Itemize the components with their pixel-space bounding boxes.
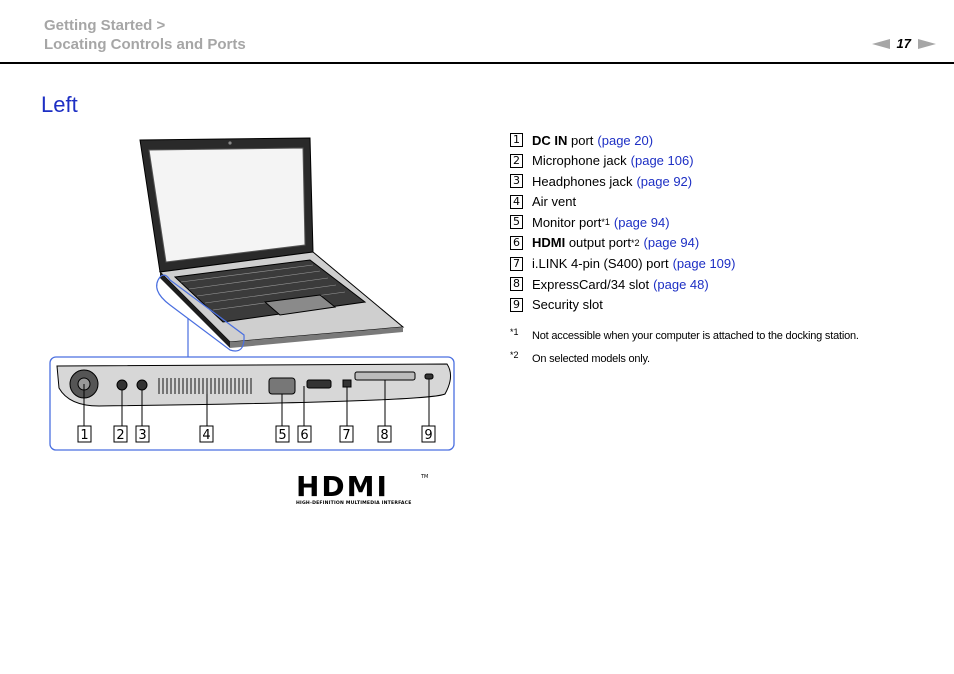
footnotes: *1 Not accessible when your computer is a…: [510, 327, 859, 373]
expresscard-slot-icon: [354, 371, 416, 381]
next-page-icon[interactable]: [918, 38, 936, 49]
legend-number-badge: 5: [510, 215, 523, 230]
footnote-text: Not accessible when your computer is att…: [532, 330, 859, 342]
legend-number-badge: 8: [510, 277, 523, 292]
legend-number-badge: 1: [510, 133, 523, 147]
page-link[interactable]: (page 94): [613, 214, 670, 230]
footnote: *2 On selected models only.: [510, 350, 859, 373]
hdmi-logo: HDMI TM HIGH-DEFINITION MULTIMEDIA INTER…: [296, 472, 428, 506]
laptop-illustration: [139, 137, 405, 348]
legend-number-badge: 3: [510, 174, 523, 189]
callout-2: 2: [113, 425, 128, 443]
callout-label: 7: [342, 428, 350, 443]
legend-item-label: Monitor port: [532, 214, 602, 230]
header-divider: [0, 62, 954, 64]
page-link[interactable]: (page 92): [636, 173, 693, 189]
callout-5: 5: [275, 425, 290, 443]
breadcrumb-current: Locating Controls and Ports: [44, 36, 246, 53]
breadcrumb-parent[interactable]: Getting Started >: [44, 17, 166, 34]
page-link[interactable]: (page 20): [597, 132, 654, 148]
legend-item-bold: DC IN: [532, 132, 568, 148]
breadcrumb: Getting Started > Locating Controls and …: [44, 16, 246, 54]
legend-number-badge: 2: [510, 153, 523, 168]
legend-item-label: port: [567, 132, 594, 148]
section-title: Left: [41, 92, 78, 117]
legend-item-label: output port: [565, 235, 631, 251]
legend-item-label: Air vent: [532, 194, 577, 210]
monitor-port-icon: [268, 377, 296, 395]
footnote-text: On selected models only.: [532, 353, 650, 365]
previous-page-icon[interactable]: [871, 38, 890, 49]
legend-item: 2 Microphone jack(page 106): [510, 151, 735, 171]
page-link[interactable]: (page 109): [672, 256, 736, 272]
legend-item-label: Microphone jack: [532, 153, 627, 169]
callout-label: 9: [424, 428, 432, 443]
callout-7: 7: [339, 425, 354, 443]
callout-label: 5: [278, 428, 286, 443]
legend-item: 8 ExpressCard/34 slot(page 48): [510, 274, 735, 294]
footnote: *1 Not accessible when your computer is a…: [510, 327, 859, 350]
legend-item-label: Headphones jack: [532, 173, 633, 189]
callout-9: 9: [421, 425, 436, 443]
page-number: 17: [896, 36, 911, 51]
legend-item-label: ExpressCard/34 slot: [532, 276, 650, 292]
page-link[interactable]: (page 106): [630, 153, 694, 169]
footnote-mark: *2: [510, 350, 519, 360]
security-slot-icon: [424, 373, 434, 380]
microphone-jack-icon: [116, 379, 128, 391]
callout-label: 8: [380, 428, 388, 443]
left-side-closeup: 1 2 3 4 5 6 7 8 9: [49, 356, 455, 451]
callout-label: 3: [138, 428, 146, 443]
legend-item: 3 Headphones jack(page 92): [510, 171, 735, 191]
legend-item: 1 DC IN port(page 20): [510, 130, 735, 150]
air-vent-icon: [158, 378, 252, 394]
callout-4: 4: [199, 425, 214, 443]
legend-number-badge: 6: [510, 235, 523, 250]
hdmi-logo-tm: TM: [420, 474, 428, 480]
legend-item: 9 Security slot: [510, 295, 735, 315]
callout-label: 2: [116, 428, 124, 443]
legend-number-badge: 9: [510, 297, 523, 312]
page-link[interactable]: (page 94): [643, 235, 700, 251]
legend-item: 4 Air vent: [510, 192, 735, 212]
ilink-port-icon: [342, 379, 352, 388]
callout-label: 1: [80, 428, 88, 443]
callout-label: 6: [300, 428, 308, 443]
callout-8: 8: [377, 425, 392, 443]
callout-3: 3: [135, 425, 150, 443]
legend-item-label: Security slot: [532, 297, 603, 313]
callout-1: 1: [77, 425, 92, 443]
callout-6: 6: [297, 425, 312, 443]
callout-label: 4: [202, 428, 210, 443]
legend-item-bold: HDMI: [532, 235, 566, 251]
page-link[interactable]: (page 48): [653, 276, 709, 292]
hdmi-logo-tagline: HIGH-DEFINITION MULTIMEDIA INTERFACE: [296, 500, 412, 506]
hdmi-logo-wordmark: HDMI: [296, 472, 389, 503]
headphones-jack-icon: [136, 379, 148, 391]
page-navigation: 17: [871, 36, 936, 51]
legend-item: 7 i.LINK 4-pin (S400) port(page 109): [510, 254, 735, 274]
legend-number-badge: 4: [510, 194, 523, 209]
legend-item-label: i.LINK 4-pin (S400) port: [532, 256, 669, 272]
hdmi-port-icon: [306, 379, 332, 389]
footnote-mark: *1: [510, 327, 519, 337]
legend-number-badge: 7: [510, 256, 523, 271]
